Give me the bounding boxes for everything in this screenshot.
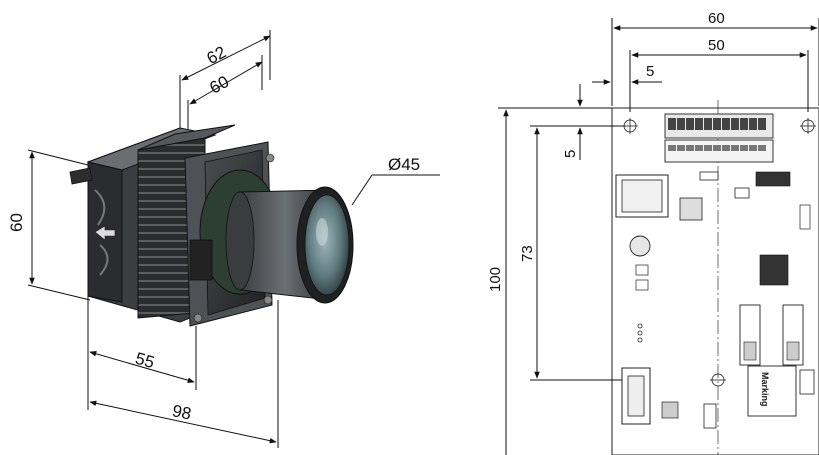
camera-lens xyxy=(225,186,354,304)
mounting-holes xyxy=(622,118,816,387)
dim-body-length: 55 xyxy=(133,349,156,372)
pcb-components xyxy=(615,171,815,429)
dim-depth-lines xyxy=(179,30,271,135)
dim-board-width-inner: 50 xyxy=(708,37,725,54)
marking-label: Marking xyxy=(760,372,770,407)
dim-board-width-lines xyxy=(592,18,819,112)
dim-board-offset-y: 5 xyxy=(562,150,579,158)
dim-height: 60 xyxy=(7,213,26,232)
dim-depth-outer: 62 xyxy=(204,42,230,68)
camera-view: 62 60 60 xyxy=(7,30,440,448)
dim-board-width-outer: 60 xyxy=(708,10,725,27)
dim-lens-diameter: Ø45 xyxy=(388,155,420,174)
dim-total-length: 98 xyxy=(171,401,193,424)
dim-depth-inner: 60 xyxy=(206,72,232,98)
dim-board-height-lines xyxy=(498,84,626,455)
dim-board-height: 100 xyxy=(487,267,504,292)
terminal-block xyxy=(664,113,774,163)
dim-length-lines xyxy=(87,296,279,448)
board-view: 60 50 5 5 73 100 xyxy=(487,10,819,455)
dim-lens-leader xyxy=(351,174,440,206)
dim-board-offset-x: 5 xyxy=(646,63,654,80)
dim-hole-spacing: 73 xyxy=(519,245,536,262)
